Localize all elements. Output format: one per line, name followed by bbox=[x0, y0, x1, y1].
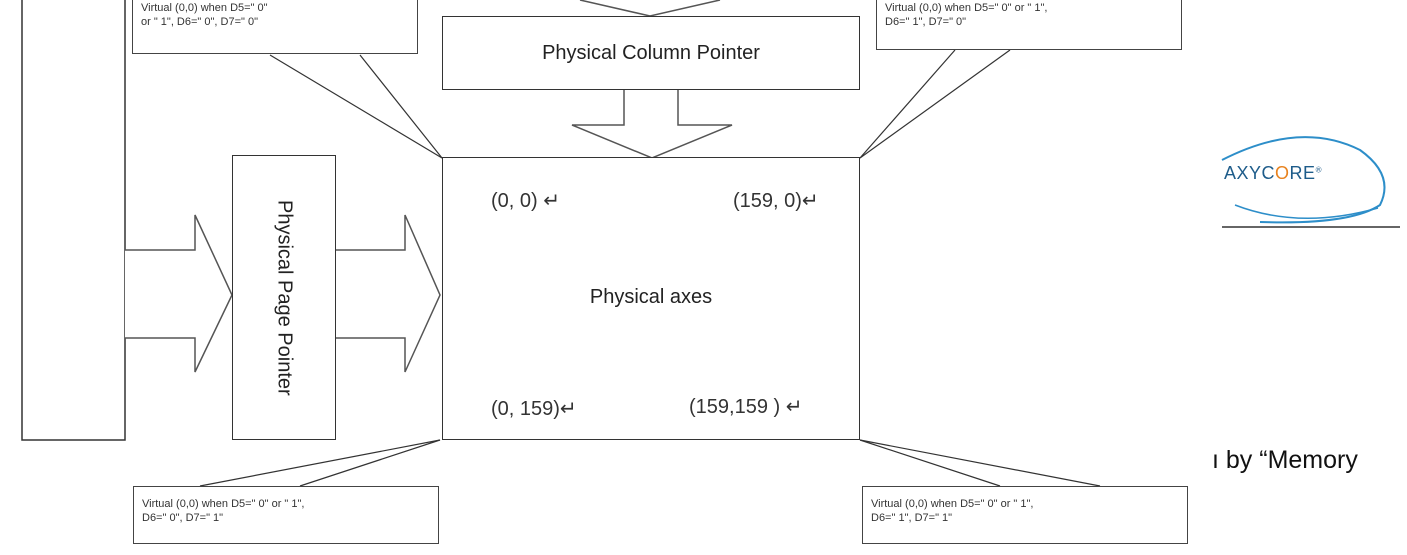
right-arrow-2 bbox=[336, 214, 441, 373]
callout-bottom-left-line-2: D6=" 0", D7=" 1" bbox=[142, 512, 224, 524]
callout-bottom-right-line-1: Virtual (0,0) when D5=" 0" or " 1", bbox=[871, 498, 1034, 510]
leader-top-right-b bbox=[859, 49, 1011, 159]
left-frame bbox=[21, 0, 126, 441]
top-arrow-tail bbox=[579, 0, 721, 17]
leader-bottom-left bbox=[199, 439, 441, 487]
leader-top-left-b bbox=[359, 54, 443, 159]
logo-text-end: RE bbox=[1289, 163, 1316, 183]
logo-swoosh-lower bbox=[1234, 204, 1379, 220]
coord-top-right: (159, 0)↵ bbox=[733, 190, 819, 212]
leader-bottom-right bbox=[859, 439, 1001, 487]
column-pointer-box: Physical Column Pointer bbox=[442, 16, 860, 90]
callout-bottom-right: Virtual (0,0) when D5=" 0" or " 1", D6="… bbox=[862, 486, 1188, 544]
callout-bottom-left: Virtual (0,0) when D5=" 0" or " 1", D6="… bbox=[133, 486, 439, 544]
logo-swoosh bbox=[1221, 136, 1386, 224]
page-pointer-label: Physical Page Pointer bbox=[273, 199, 296, 396]
coord-top-left: (0, 0) ↵ bbox=[491, 190, 560, 212]
down-arrow bbox=[571, 90, 733, 159]
column-pointer-label: Physical Column Pointer bbox=[542, 42, 760, 64]
caption-fragment: ı by “Memory bbox=[1212, 446, 1358, 474]
leader-bottom-left-b bbox=[299, 439, 441, 487]
page-pointer-box: Physical Page Pointer bbox=[232, 155, 336, 440]
physical-axes-label: Physical axes bbox=[589, 286, 713, 308]
callout-top-left: Virtual (0,0) when D5=" 0" or " 1", D6="… bbox=[132, 0, 418, 54]
physical-axes-box: (0, 0) ↵ (159, 0)↵ Physical axes (0, 159… bbox=[442, 157, 860, 440]
coord-bottom-right: (159,159 ) ↵ bbox=[689, 396, 803, 418]
logo-registered-mark: ® bbox=[1315, 165, 1322, 175]
leader-bottom-right-b bbox=[859, 439, 1101, 487]
leader-top-right bbox=[859, 49, 956, 159]
coord-bottom-left: (0, 159)↵ bbox=[491, 398, 577, 420]
logo-o-mark: O bbox=[1275, 163, 1290, 183]
leader-top-left bbox=[269, 54, 443, 159]
callout-top-left-line-2: or " 1", D6=" 0", D7=" 0" bbox=[141, 16, 258, 28]
callout-bottom-left-line-1: Virtual (0,0) when D5=" 0" or " 1", bbox=[142, 498, 305, 510]
callout-bottom-right-line-2: D6=" 1", D7=" 1" bbox=[871, 512, 953, 524]
company-logo: AXYCORE® bbox=[1224, 163, 1321, 193]
callout-top-right-line-2: D6=" 1", D7=" 0" bbox=[885, 16, 967, 28]
callout-top-right-line-1: Virtual (0,0) when D5=" 0" or " 1", bbox=[885, 2, 1048, 14]
logo-text-start: AXYC bbox=[1224, 163, 1276, 183]
right-arrow-1 bbox=[125, 214, 233, 373]
callout-top-right: Virtual (0,0) when D5=" 0" or " 1", D6="… bbox=[876, 0, 1182, 50]
callout-top-left-line-1: Virtual (0,0) when D5=" 0" bbox=[141, 2, 268, 14]
